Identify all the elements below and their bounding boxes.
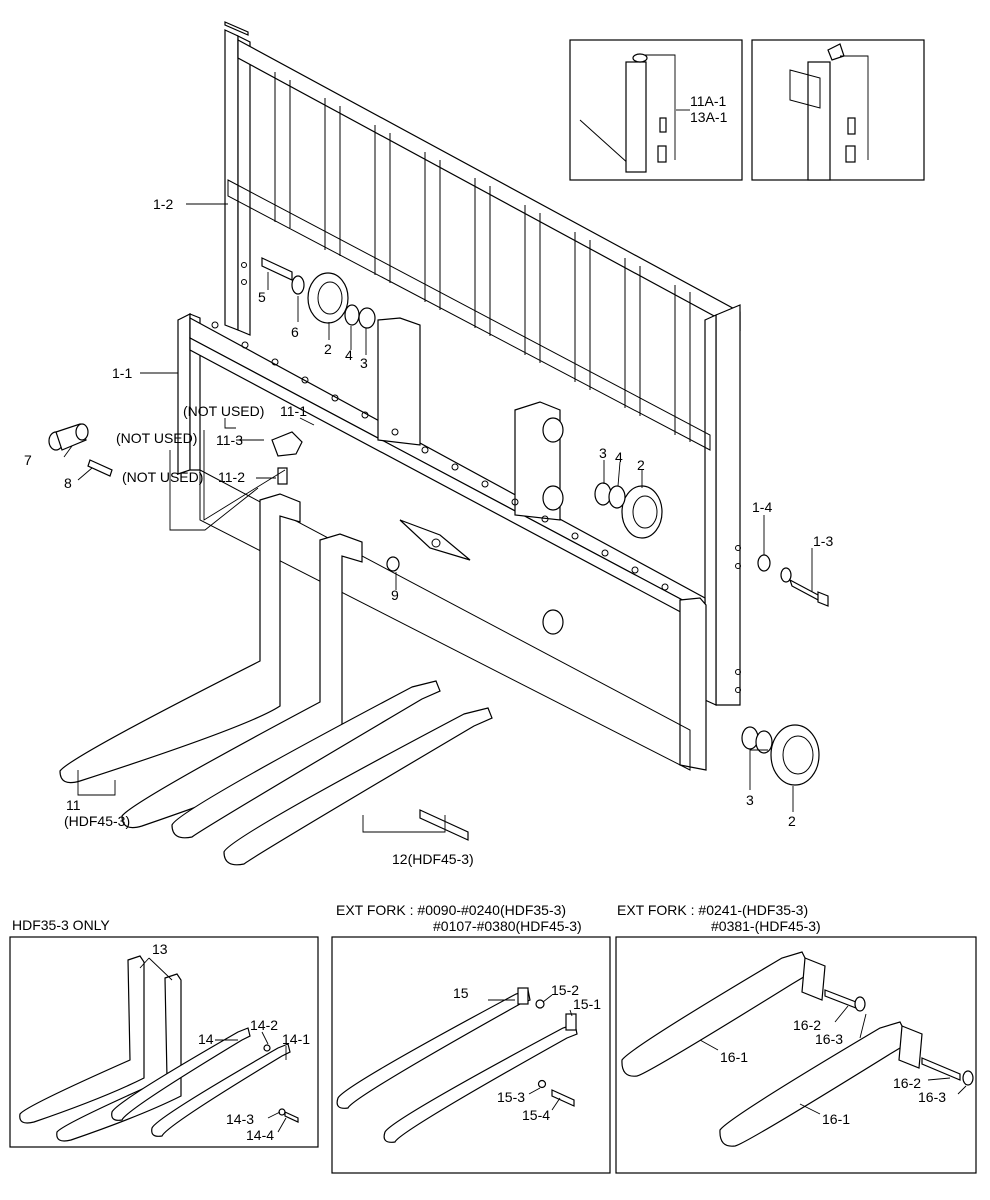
label-1-3: 1-3: [813, 533, 833, 549]
label-16-2-lower: 16-2: [893, 1075, 921, 1091]
extension-forks: [171, 680, 493, 866]
label-6: 6: [291, 324, 299, 340]
side-bolt-group: [757, 554, 829, 607]
panel-hdf35-only: [9, 936, 319, 1148]
label-11-1: 11-1: [280, 403, 307, 419]
label-5: 5: [258, 289, 266, 305]
label-14-1: 14-1: [282, 1031, 310, 1047]
label-16-1-upper: 16-1: [720, 1049, 748, 1065]
inset-11a-drawing: [579, 53, 667, 173]
label-13: 13: [152, 941, 168, 957]
label-16-2-upper: 16-2: [793, 1017, 821, 1033]
panel-ext-a-drawing: [336, 987, 578, 1143]
roller-bearing-group-upper: [261, 257, 376, 329]
label-not-used-2: (NOT USED): [116, 430, 197, 446]
panel-title-ext-b-line2: #0381-(HDF45-3): [711, 918, 821, 934]
shaft-and-bolt: [48, 423, 113, 477]
label-3-upper: 3: [360, 355, 368, 371]
label-2-lower: 2: [788, 813, 796, 829]
leader-lines: [63, 54, 967, 1133]
label-15-2: 15-2: [551, 982, 579, 998]
label-11: 11: [66, 797, 81, 813]
load-backrest: [224, 21, 741, 706]
panel-title-ext-a-line2: #0107-#0380(HDF45-3): [433, 918, 582, 934]
roller-bearing-group-middle: [594, 482, 663, 539]
label-7: 7: [24, 452, 32, 468]
panel-title-ext-b-line1: EXT FORK : #0241-(HDF35-3): [617, 902, 808, 918]
label-1-1: 1-1: [112, 365, 132, 381]
label-14-4: 14-4: [246, 1127, 274, 1143]
label-3-lower: 3: [746, 792, 754, 808]
roller-bearing-group-lower: [741, 724, 820, 786]
stopper-parts: [271, 431, 303, 485]
label-11-3: 11-3: [216, 432, 243, 448]
fork-carriage: [177, 313, 707, 771]
label-4-middle: 4: [615, 449, 623, 465]
label-14-3: 14-3: [226, 1111, 254, 1127]
label-16-3-lower: 16-3: [918, 1089, 946, 1105]
panel-ext-b-drawing: [621, 951, 974, 1147]
label-2-upper: 2: [324, 341, 332, 357]
label-14: 14: [198, 1031, 214, 1047]
label-15-1: 15-1: [573, 996, 601, 1012]
label-9: 9: [391, 587, 399, 603]
label-15: 15: [453, 985, 469, 1001]
label-16-1-lower: 16-1: [822, 1111, 850, 1127]
label-4-upper: 4: [345, 347, 353, 363]
panel-title-hdf35-only: HDF35-3 ONLY: [12, 917, 110, 933]
label-15-4: 15-4: [522, 1107, 550, 1123]
label-2-middle: 2: [637, 457, 645, 473]
label-not-used-3: (NOT USED): [122, 469, 203, 485]
label-11-model: (HDF45-3): [64, 813, 130, 829]
label-1-4: 1-4: [752, 499, 772, 515]
bolt-nine: [386, 556, 400, 572]
main-forks: [59, 493, 363, 829]
label-13a-1: 13A-1: [690, 109, 728, 125]
label-11a-1: 11A-1: [690, 93, 727, 109]
inset-box-11a: [569, 39, 743, 181]
label-16-3-upper: 16-3: [815, 1031, 843, 1047]
panel-ext-fork-a: [331, 936, 611, 1174]
inset-box-13a: [751, 39, 925, 181]
label-1-2: 1-2: [153, 196, 173, 212]
panel-hdf35-drawing: [19, 955, 299, 1142]
label-not-used-1: (NOT USED): [183, 403, 264, 419]
label-8: 8: [64, 475, 72, 491]
label-14-2: 14-2: [250, 1017, 278, 1033]
label-3-middle: 3: [599, 445, 607, 461]
label-15-3: 15-3: [497, 1089, 525, 1105]
label-12: 12(HDF45-3): [392, 851, 474, 867]
panel-title-ext-a-line1: EXT FORK : #0090-#0240(HDF35-3): [336, 902, 566, 918]
label-11-2: 11-2: [218, 469, 245, 485]
